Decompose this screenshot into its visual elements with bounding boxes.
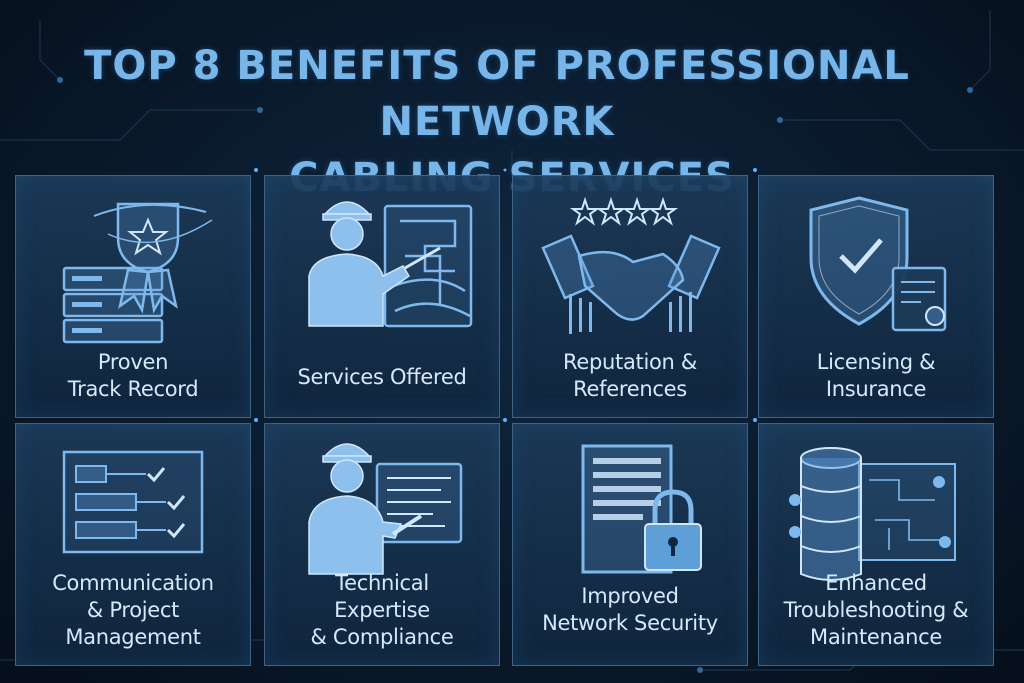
- benefit-label: Proven Track Record: [67, 350, 199, 401]
- shield-certificate-icon: [809, 196, 947, 332]
- benefit-card-services-offered: Services Offered: [264, 175, 500, 418]
- technician-panel-icon: [308, 201, 473, 328]
- title-line-1: TOP 8 BENEFITS OF PROFESSIONAL NETWORK: [84, 43, 910, 145]
- benefit-card-communication-project-management: Communication & Project Management: [15, 423, 251, 666]
- server-lock-icon: [581, 444, 702, 574]
- database-circuit-icon: [789, 447, 956, 581]
- benefit-label: Improved Network Security: [542, 584, 718, 635]
- handshake-stars-icon: [541, 196, 721, 334]
- benefit-label: Communication & Project Management: [52, 571, 214, 649]
- benefit-label: Reputation & References: [563, 350, 697, 401]
- benefit-card-technical-expertise-compliance: Technical Expertise & Compliance: [264, 423, 500, 666]
- trophy-server-icon: [62, 202, 213, 344]
- benefit-card-reputation-references: Reputation & References: [512, 175, 748, 418]
- benefit-label: Services Offered: [297, 365, 467, 389]
- benefit-card-licensing-insurance: Licensing & Insurance: [758, 175, 994, 418]
- benefit-card-improved-network-security: Improved Network Security: [512, 423, 748, 666]
- benefit-label: Enhanced Troubleshooting & Maintenance: [783, 571, 969, 649]
- benefit-card-enhanced-troubleshooting-maintenance: Enhanced Troubleshooting & Maintenance: [758, 423, 994, 666]
- benefit-label: Licensing & Insurance: [816, 350, 936, 401]
- benefit-label: Technical Expertise & Compliance: [310, 571, 454, 649]
- technician-document-icon: [308, 443, 463, 575]
- benefit-card-proven-track-record: Proven Track Record: [15, 175, 251, 418]
- checklist-icon: [62, 450, 204, 554]
